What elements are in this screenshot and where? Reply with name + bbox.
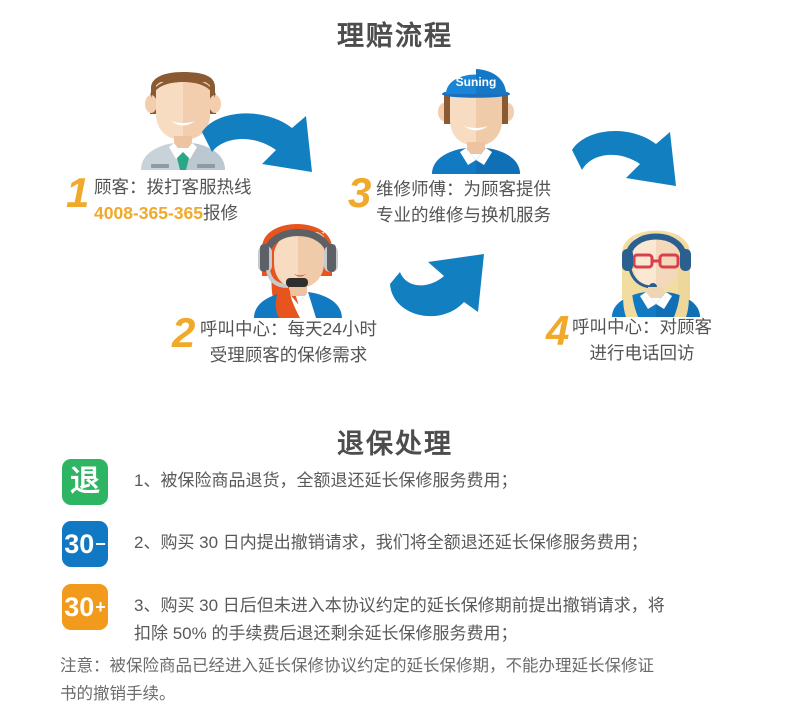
page-title-refund-handling: 退保处理 (337, 429, 453, 459)
refund-item-2-text: 2、购买 30 日内提出撤销请求，我们将全额退还延长保修服务费用； (134, 521, 648, 557)
flow-arrow-1 (196, 112, 322, 197)
technician-suning-cap-icon: Suning (432, 69, 520, 174)
badge-1-main: 退 (70, 465, 100, 498)
step-2-line-1: 呼叫中心：每天24小时 (200, 319, 377, 339)
refund-item-3-text: 3、购买 30 日后但未进入本协议约定的延长保修期前提出撤销请求，将 扣除 50… (134, 584, 665, 648)
step-3-number: 3 (348, 169, 372, 216)
step-2-text: 呼叫中心：每天24小时 受理顾客的保修需求 (200, 316, 377, 368)
step-4-line-2: 进行电话回访 (589, 343, 695, 363)
refund-note: 注意：被保险商品已经进入延长保修协议约定的延长保修期，不能办理延长保修证 书的撤… (60, 652, 654, 708)
refund-note-line-1: 注意：被保险商品已经进入延长保修协议约定的延长保修期，不能办理延长保修证 (60, 657, 654, 675)
badge-2-superscript: − (95, 534, 106, 554)
refund-item-2: 30− 2、购买 30 日内提出撤销请求，我们将全额退还延长保修服务费用； (62, 521, 648, 567)
step-4-line-1: 呼叫中心：对顾客 (572, 317, 712, 337)
refund-note-line-2: 书的撤销手续。 (60, 685, 176, 703)
step-1-text: 顾客：拨打客服热线 4008-365-365报修 (94, 174, 252, 226)
badge-2-main: 30 (64, 528, 95, 559)
step-2-number: 2 (172, 309, 196, 356)
step-1-line-1: 顾客：拨打客服热线 (94, 177, 252, 197)
page-title-claims-process: 理赔流程 (337, 21, 453, 51)
refund-item-1-line-1: 1、被保险商品退货，全额退还延长保修服务费用； (134, 471, 518, 490)
step-3-line-1: 维修师傅：为顾客提供 (376, 179, 551, 199)
flow-arrow-3 (568, 128, 686, 211)
badge-3-main: 30 (64, 591, 95, 622)
flow-arrow-2 (388, 232, 498, 333)
step-2-line-2: 受理顾客的保修需求 (209, 345, 368, 365)
step-4-text: 呼叫中心：对顾客 进行电话回访 (572, 314, 712, 366)
badge-30-plus-icon: 30+ (62, 584, 108, 630)
blonde-agent-glasses-icon (612, 230, 700, 317)
step-4-number: 4 (546, 307, 570, 354)
badge-30-minus-icon: 30− (62, 521, 108, 567)
refund-item-3-line-2: 扣除 50% 的手续费后退还剩余延长保修服务费用； (134, 624, 518, 643)
illustration-male-customer (123, 52, 243, 175)
curved-arrow-down-right-icon (202, 113, 312, 172)
step-3-line-2: 专业的维修与换机服务 (376, 205, 551, 225)
step-3-text: 维修师傅：为顾客提供 专业的维修与换机服务 (376, 176, 551, 228)
curved-arrow-down-right-icon-2 (572, 131, 676, 186)
illustration-followup-agent (600, 205, 712, 322)
illustration-call-agent (238, 200, 356, 323)
male-customer-icon (141, 72, 225, 170)
step-1-number: 1 (66, 169, 90, 216)
customer-service-phone: 4008-365-365 (94, 203, 203, 223)
badge-return-icon: 退 (62, 459, 108, 505)
step-1-line-2: 4008-365-365报修 (94, 200, 252, 226)
refund-item-3-line-1: 3、购买 30 日后但未进入本协议约定的延长保修期前提出撤销请求，将 (134, 596, 665, 615)
cap-logo-text: Suning (456, 75, 497, 89)
refund-item-1: 退 1、被保险商品退货，全额退还延长保修服务费用； (62, 459, 517, 505)
curved-arrow-up-right-icon (390, 254, 484, 317)
female-call-agent-icon (254, 224, 342, 318)
refund-item-2-line-1: 2、购买 30 日内提出撤销请求，我们将全额退还延长保修服务费用； (134, 533, 648, 552)
step-1-line-2-suffix: 报修 (202, 203, 238, 223)
badge-3-superscript: + (95, 597, 106, 617)
illustration-technician: Suning (420, 58, 532, 179)
refund-item-1-text: 1、被保险商品退货，全额退还延长保修服务费用； (134, 459, 517, 495)
refund-item-3: 30+ 3、购买 30 日后但未进入本协议约定的延长保修期前提出撤销请求，将 扣… (62, 584, 665, 648)
